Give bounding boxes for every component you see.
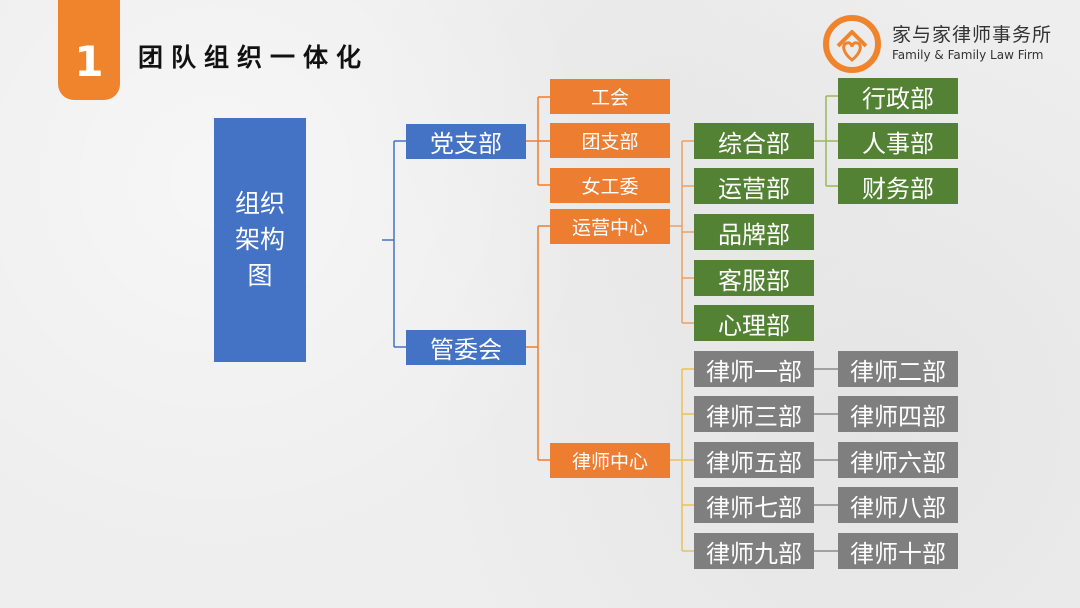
lawyer-dept-node: 律师二部: [838, 351, 958, 387]
firm-name-cn: 家与家律师事务所: [892, 24, 1053, 46]
party-branch-node: 党支部: [406, 124, 526, 159]
firm-name-en: Family & Family Law Firm: [892, 48, 1044, 62]
brand-dept-node: 品牌部: [694, 214, 814, 250]
lawyer-center-node: 律师中心: [550, 443, 670, 478]
lawyer-dept-node: 律师七部: [694, 487, 814, 523]
lawyer-dept-node: 律师六部: [838, 442, 958, 478]
operations-dept-node: 运营部: [694, 168, 814, 204]
root-connectors: [382, 140, 406, 348]
lawyer-dept-node: 律师八部: [838, 487, 958, 523]
lawyer-pair-connectors: [814, 368, 838, 552]
party-branch-connectors: [526, 96, 550, 186]
operations-center-node: 运营中心: [550, 209, 670, 244]
operations-connectors: [670, 140, 694, 324]
finance-dept-node: 财务部: [838, 168, 958, 204]
general-dept-connectors: [814, 95, 838, 187]
house-heart-logo-icon: [823, 15, 881, 73]
lawyer-dept-node: 律师三部: [694, 396, 814, 432]
lawyer-center-connectors: [670, 368, 694, 552]
hr-dept-node: 人事部: [838, 123, 958, 159]
management-node: 管委会: [406, 330, 526, 365]
lawyer-dept-node: 律师九部: [694, 533, 814, 569]
section-number: 1: [74, 36, 104, 86]
customer-service-dept-node: 客服部: [694, 260, 814, 296]
admin-dept-node: 行政部: [838, 78, 958, 114]
lawyer-dept-node: 律师四部: [838, 396, 958, 432]
lawyer-dept-node: 律师五部: [694, 442, 814, 478]
league-branch-node: 团支部: [550, 123, 670, 158]
lawyer-dept-node: 律师一部: [694, 351, 814, 387]
management-connectors: [526, 225, 550, 461]
lawyer-dept-node: 律师十部: [838, 533, 958, 569]
psychology-dept-node: 心理部: [694, 305, 814, 341]
root-node: 组织架构图: [214, 118, 306, 362]
section-number-badge: 1: [58, 0, 120, 100]
union-node: 工会: [550, 79, 670, 114]
page-title: 团队组织一体化: [138, 43, 370, 72]
firm-logo: 家与家律师事务所 Family & Family Law Firm: [822, 14, 1072, 74]
women-committee-node: 女工委: [550, 168, 670, 203]
general-dept-node: 综合部: [694, 123, 814, 159]
